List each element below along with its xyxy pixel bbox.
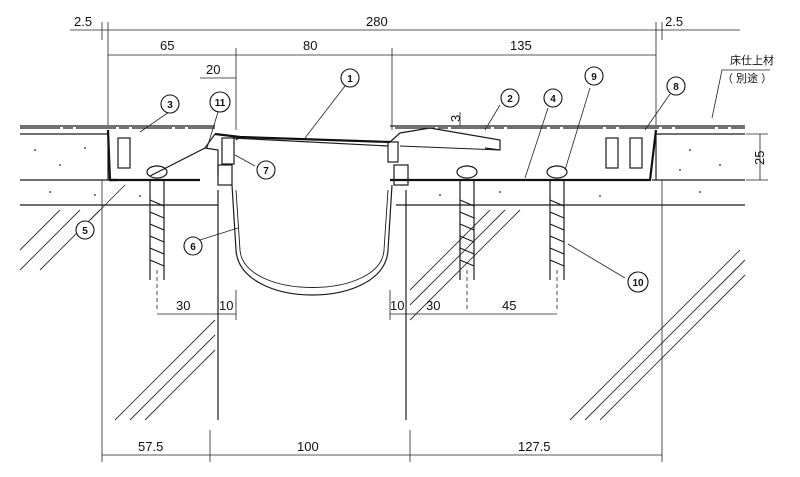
dim-top-mid-seg: 80	[303, 38, 317, 53]
dim-anchor-right-30: 30	[426, 298, 440, 313]
seal	[231, 184, 393, 296]
left-frame	[106, 129, 235, 186]
dim-top-total: 280	[366, 14, 388, 29]
anchor-left	[146, 165, 168, 312]
callout-7: 7	[256, 160, 276, 180]
svg-text:5: 5	[82, 226, 88, 237]
dim-top-right-gap: 2.5	[665, 14, 683, 29]
right-slab	[396, 133, 745, 420]
dim-anchor-right-10: 10	[390, 298, 404, 313]
dim-top-left-gap: 2.5	[74, 14, 92, 29]
floor-finish-note-line1: 床仕上材	[730, 53, 774, 67]
callout-6: 6	[183, 236, 203, 256]
dim-height-25: 25	[752, 151, 767, 165]
svg-text:11: 11	[215, 98, 226, 109]
svg-text:9: 9	[591, 72, 597, 83]
dim-top-right-seg: 135	[510, 38, 532, 53]
svg-text:2: 2	[507, 94, 513, 105]
dim-top-left-seg: 65	[160, 38, 174, 53]
callout-5: 5	[75, 220, 95, 240]
leader-lines	[89, 69, 770, 279]
dim-anchor-left-10: 10	[219, 298, 233, 313]
right-hatching	[409, 209, 746, 421]
svg-text:10: 10	[632, 278, 644, 289]
dim-bottom-left: 57.5	[138, 439, 163, 454]
seal-inner	[235, 189, 389, 288]
svg-text:8: 8	[673, 82, 679, 93]
anchor-dimensions	[157, 290, 557, 320]
dim-small-3: 3	[448, 115, 463, 122]
anchor-right-1	[456, 165, 478, 312]
floor-finish-note-line2: （ 別途 ）	[722, 71, 772, 85]
callout-4: 4	[543, 88, 563, 108]
callout-9: 9	[584, 66, 604, 86]
callout-8: 8	[666, 76, 686, 96]
callout-10: 10	[627, 271, 649, 293]
concrete-texture	[34, 147, 721, 197]
callout-3: 3	[160, 94, 180, 114]
bottom-dimensions	[101, 180, 663, 462]
dim-anchor-left-30: 30	[176, 298, 190, 313]
svg-text:6: 6	[190, 242, 196, 253]
svg-text:3: 3	[167, 100, 173, 111]
right-frame	[387, 129, 658, 186]
callout-1: 1	[340, 68, 360, 88]
dim-bottom-mid: 100	[297, 439, 319, 454]
left-hatching	[19, 209, 216, 421]
svg-text:1: 1	[347, 74, 353, 85]
svg-text:4: 4	[550, 94, 556, 105]
dim-small-20: 20	[206, 62, 220, 77]
top-dimensions	[70, 22, 768, 181]
dim-anchor-right-45: 45	[502, 298, 516, 313]
floor-finish	[20, 125, 745, 129]
anchor-right-2	[546, 165, 568, 312]
cover-plate	[214, 127, 501, 151]
callout-2: 2	[500, 88, 520, 108]
callout-11: 11	[209, 91, 231, 113]
svg-text:7: 7	[263, 166, 269, 177]
dim-bottom-right: 127.5	[518, 439, 551, 454]
